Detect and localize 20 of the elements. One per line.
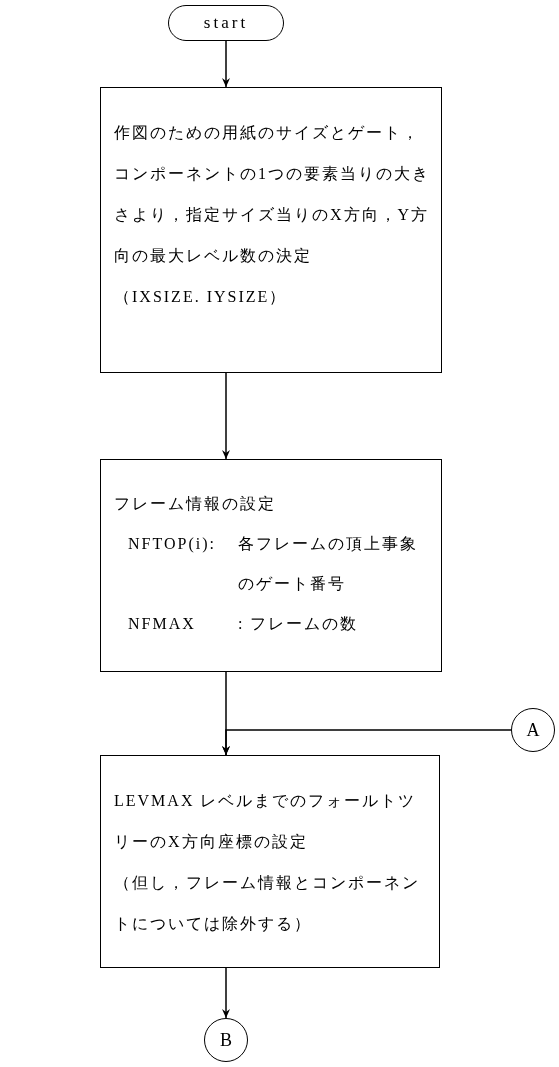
- step-note: （IXSIZE. IYSIZE）: [114, 287, 289, 307]
- variable-name: NFTOP(i):: [128, 534, 217, 554]
- arrow: [222, 40, 230, 88]
- arrow: [222, 967, 230, 1019]
- step-note: （但し，フレーム情報とコンポーネントについては除外する）: [114, 873, 421, 934]
- variable-description: 各フレームの頂上事象のゲート番号: [238, 534, 419, 594]
- connector-label: B: [220, 1028, 232, 1052]
- step-description: 作図のための用紙のサイズとゲート，コンポーネントの1つの要素当りの大きさより，指定サイズ当りのX方向，Y方向の最大レベル数の決定: [114, 123, 431, 266]
- process-box: [100, 755, 440, 968]
- process-box: [100, 459, 442, 672]
- terminal-label: start: [203, 12, 249, 35]
- arrow: [222, 372, 230, 460]
- variable-name: NFMAX: [128, 614, 197, 634]
- start-terminal: [168, 5, 284, 41]
- variable-description: : フレームの数: [238, 614, 360, 634]
- step-heading: フレーム情報の設定: [114, 494, 277, 514]
- process-box: [100, 87, 442, 373]
- connector-label: A: [526, 718, 540, 742]
- arrow: [222, 729, 512, 756]
- step-description: LEVMAX レベルまでのフォールトツリーのX方向座標の設定: [114, 791, 418, 852]
